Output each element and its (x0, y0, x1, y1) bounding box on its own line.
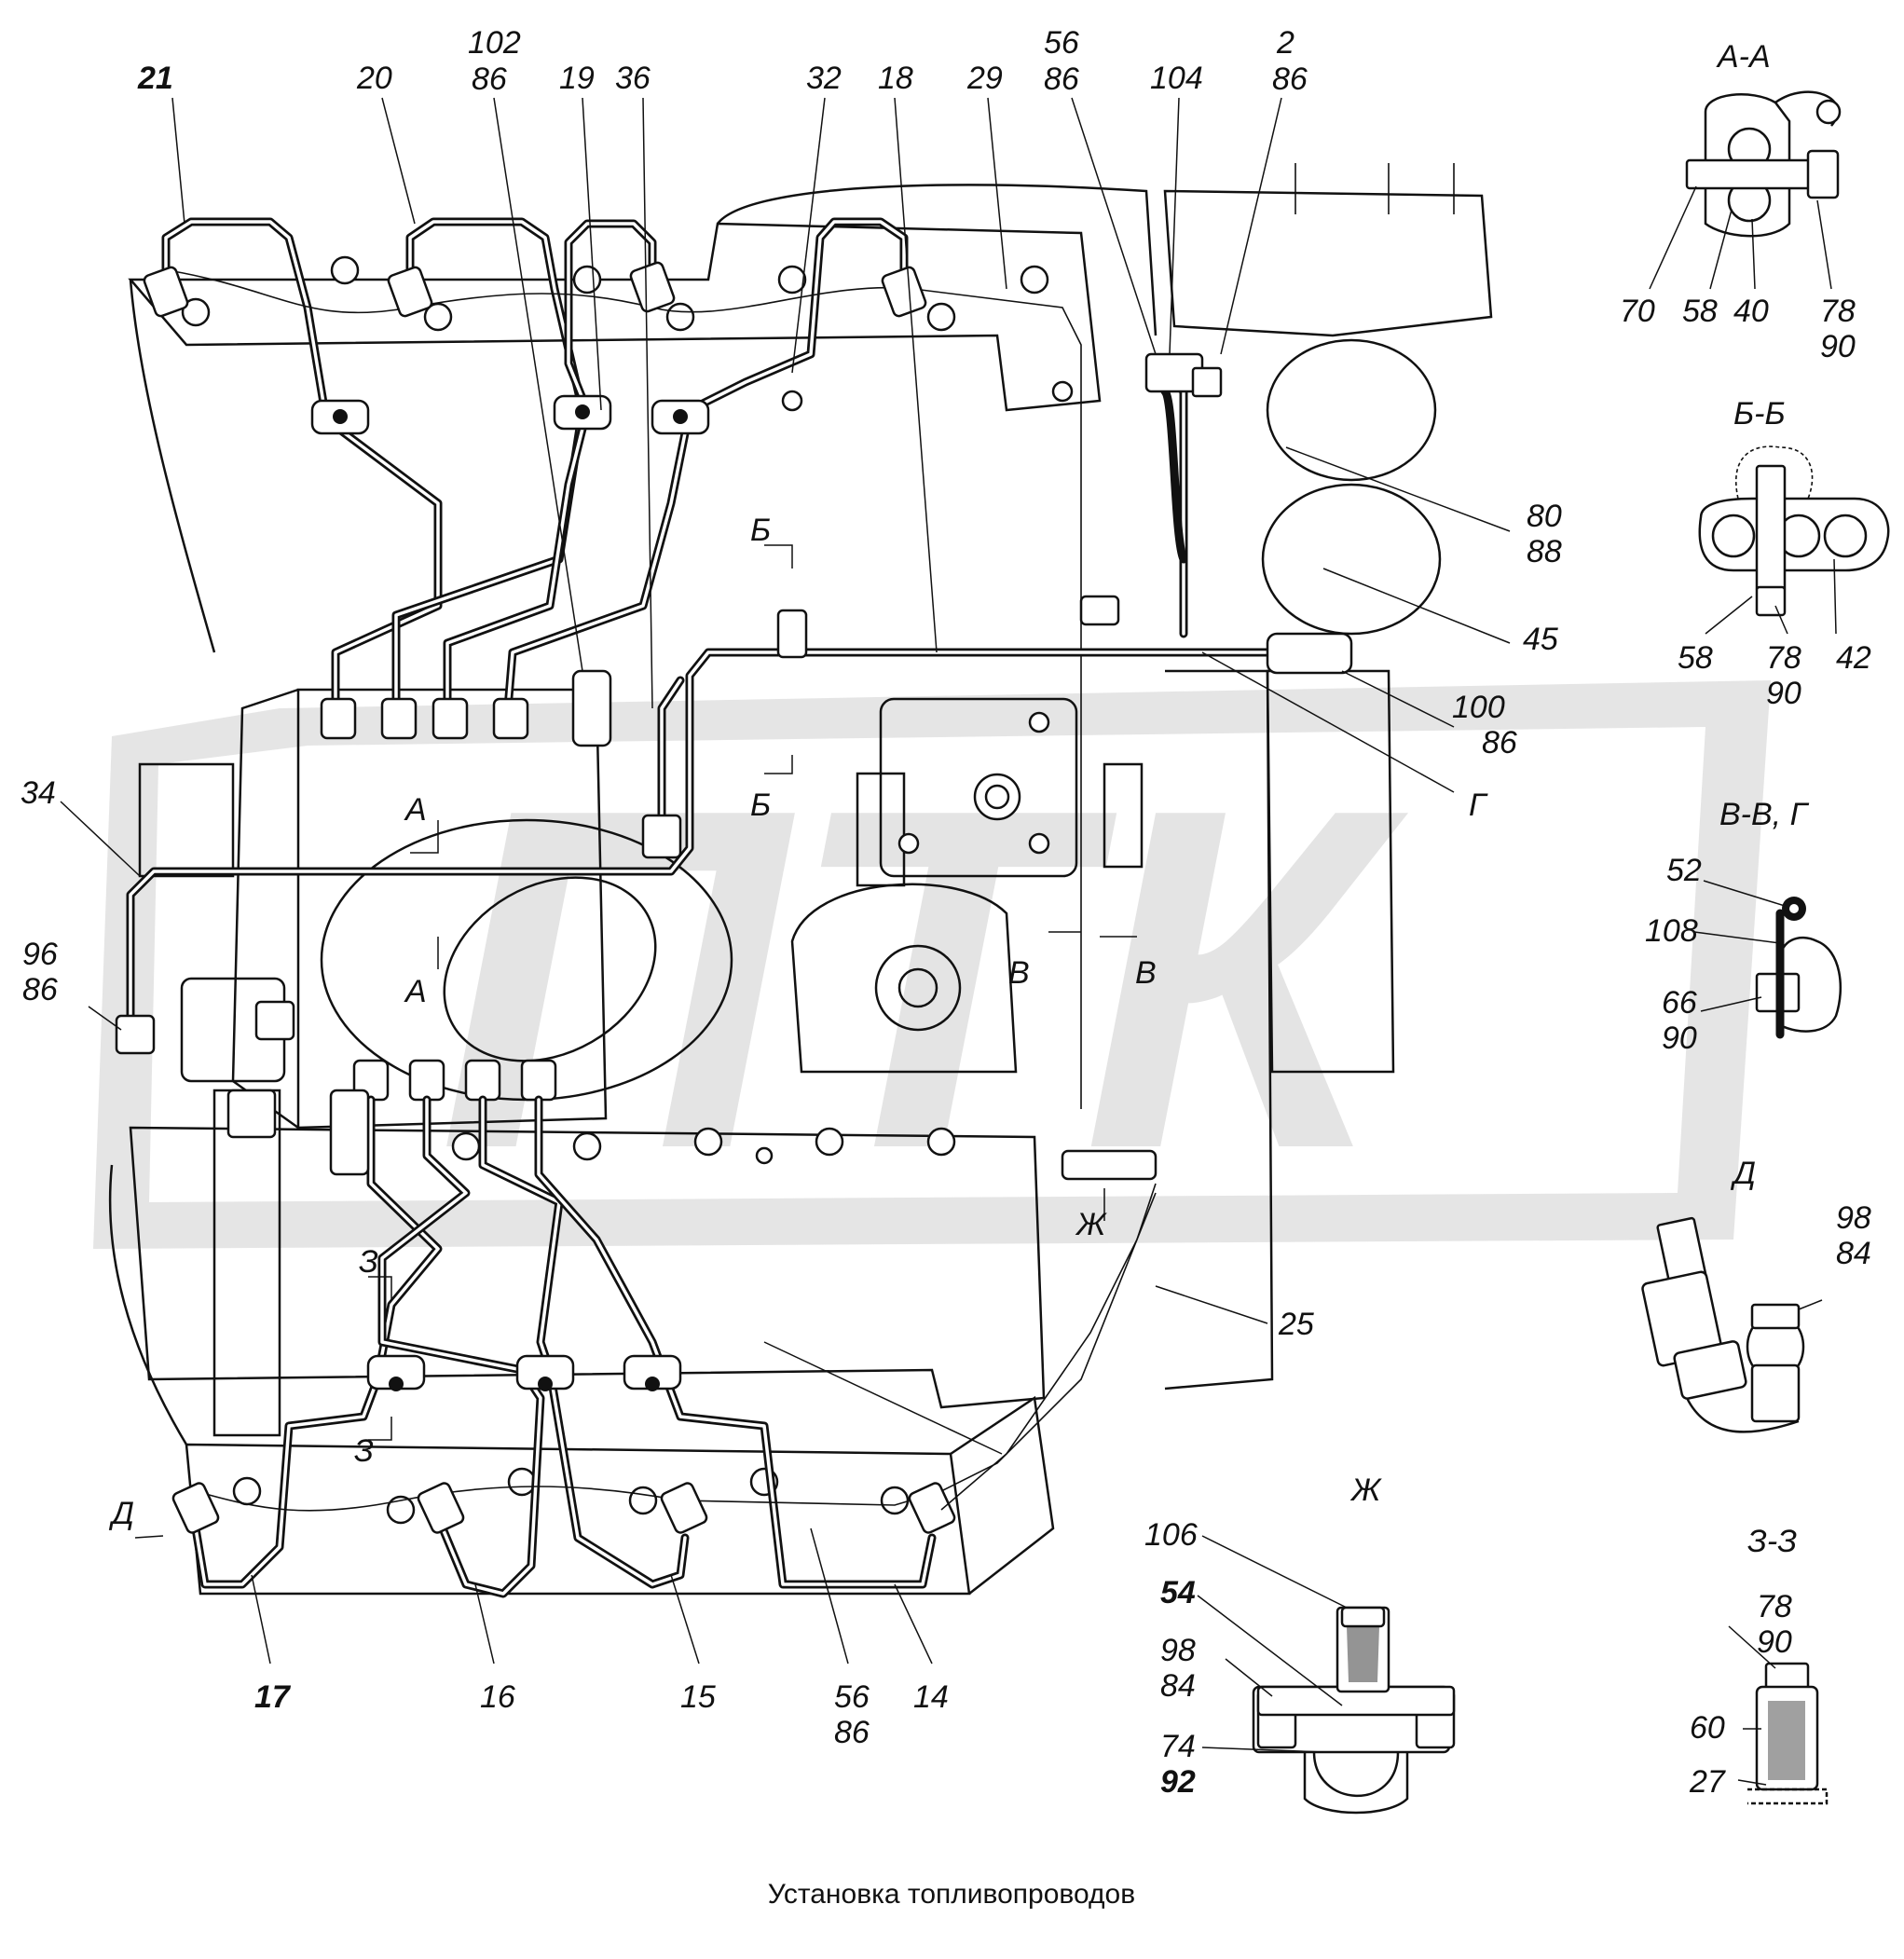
callout-102-86: 86 (472, 62, 507, 97)
callout-56-top: 56 (1044, 25, 1079, 61)
callout-100-86: 86 (1482, 725, 1517, 760)
callout-45: 45 (1523, 622, 1558, 657)
callout-17: 17 (254, 1679, 292, 1715)
section-b-bottom: Б (750, 788, 771, 823)
section-letters: А А Б Б В В З З Ж Д (108, 513, 1157, 1531)
detail-aa-78: 78 (1820, 294, 1856, 329)
section-v-left: В (1008, 955, 1030, 991)
callout-2-86: 86 (1272, 62, 1308, 97)
callout-34: 34 (21, 775, 56, 811)
detail-vg-66: 66 (1662, 985, 1697, 1021)
watermark-text: ПТК (438, 708, 1408, 1250)
section-markers (134, 544, 1137, 1539)
callout-102: 102 (468, 25, 521, 61)
detail-zh-74: 74 (1160, 1729, 1196, 1764)
main-callouts: 21 20 102 86 19 36 32 18 29 56 86 104 2 … (21, 25, 1562, 1750)
callout-32: 32 (806, 61, 842, 96)
detail-view-aa: А-А 70 58 40 78 90 (1620, 39, 1856, 364)
low-pressure-lines (115, 352, 1353, 1511)
detail-zz-title: З-З (1747, 1524, 1797, 1559)
lower-injector-lines (171, 1095, 1157, 1598)
callout-25: 25 (1278, 1307, 1314, 1342)
detail-bb-42: 42 (1836, 640, 1871, 676)
detail-zh-98: 98 (1160, 1633, 1196, 1668)
detail-vg-52: 52 (1666, 853, 1702, 888)
detail-aa-70: 70 (1620, 294, 1655, 329)
section-z-top: З (359, 1244, 378, 1280)
detail-zz-60: 60 (1690, 1710, 1725, 1746)
detail-zh-54: 54 (1160, 1575, 1196, 1610)
callout-96: 96 (22, 937, 58, 972)
callout-21: 21 (137, 61, 173, 96)
detail-vg-90: 90 (1662, 1021, 1697, 1056)
callout-18: 18 (878, 61, 913, 96)
callout-20: 20 (356, 61, 392, 96)
callout-leaders (60, 97, 1511, 1664)
callout-56-top-86: 86 (1044, 62, 1079, 97)
detail-aa-90: 90 (1820, 329, 1856, 364)
callout-56-bottom-86: 86 (834, 1715, 870, 1750)
callout-19: 19 (559, 61, 595, 96)
callout-56-bottom: 56 (834, 1679, 870, 1715)
section-a-bottom: А (404, 974, 427, 1009)
detail-view-vg: В-В, Г 52 108 66 90 (1645, 797, 1842, 1056)
detail-aa-58: 58 (1682, 294, 1718, 329)
detail-bb-78: 78 (1766, 640, 1801, 676)
detail-zh-92: 92 (1160, 1764, 1196, 1800)
callout-104: 104 (1150, 61, 1203, 96)
section-z-bottom: З (354, 1433, 374, 1469)
callout-100: 100 (1452, 690, 1505, 725)
section-zh: Ж (1075, 1207, 1107, 1242)
callout-80-88: 88 (1527, 534, 1562, 569)
callout-2: 2 (1276, 25, 1294, 61)
detail-d-98: 98 (1836, 1200, 1871, 1236)
detail-bb-90: 90 (1766, 676, 1801, 711)
callout-96-86: 86 (22, 972, 58, 1007)
drawing-caption: Установка топливопроводов (768, 1879, 1135, 1910)
detail-vg-108: 108 (1645, 913, 1698, 949)
section-b-top: Б (750, 513, 771, 548)
detail-zh-106: 106 (1144, 1517, 1198, 1553)
detail-vg-title: В-В, Г (1719, 797, 1810, 832)
callout-80: 80 (1527, 499, 1562, 534)
detail-aa-title: А-А (1716, 39, 1771, 75)
section-a-top: А (404, 792, 427, 828)
section-v-right: В (1135, 955, 1157, 991)
callout-14: 14 (913, 1679, 949, 1715)
detail-view-bb: Б-Б 58 78 90 42 (1678, 396, 1890, 711)
detail-zz-78: 78 (1757, 1589, 1792, 1624)
upper-injector-lines (143, 217, 1082, 1109)
callout-36: 36 (615, 61, 651, 96)
detail-zh-84: 84 (1160, 1668, 1196, 1704)
detail-zz-90: 90 (1757, 1624, 1792, 1660)
engine-block (108, 163, 1493, 1596)
pump-outlet-nuts-upper (320, 697, 529, 740)
callout-29: 29 (966, 61, 1003, 96)
detail-d-84: 84 (1836, 1236, 1871, 1271)
detail-view-zz: З-З 78 90 60 27 (1689, 1524, 1829, 1805)
callout-16: 16 (480, 1679, 515, 1715)
callout-15: 15 (680, 1679, 716, 1715)
detail-d-title: Д (1730, 1156, 1756, 1191)
detail-bb-58: 58 (1678, 640, 1713, 676)
detail-zh-title: Ж (1349, 1473, 1382, 1508)
detail-view-zh: Ж 106 54 98 84 74 92 (1144, 1473, 1456, 1815)
detail-aa-40: 40 (1733, 294, 1769, 329)
detail-bb-title: Б-Б (1733, 396, 1786, 432)
section-d: Д (108, 1496, 134, 1531)
detail-zz-27: 27 (1689, 1764, 1726, 1800)
callout-g: Г (1469, 788, 1488, 823)
detail-view-d: Д 98 84 (1641, 1156, 1871, 1433)
